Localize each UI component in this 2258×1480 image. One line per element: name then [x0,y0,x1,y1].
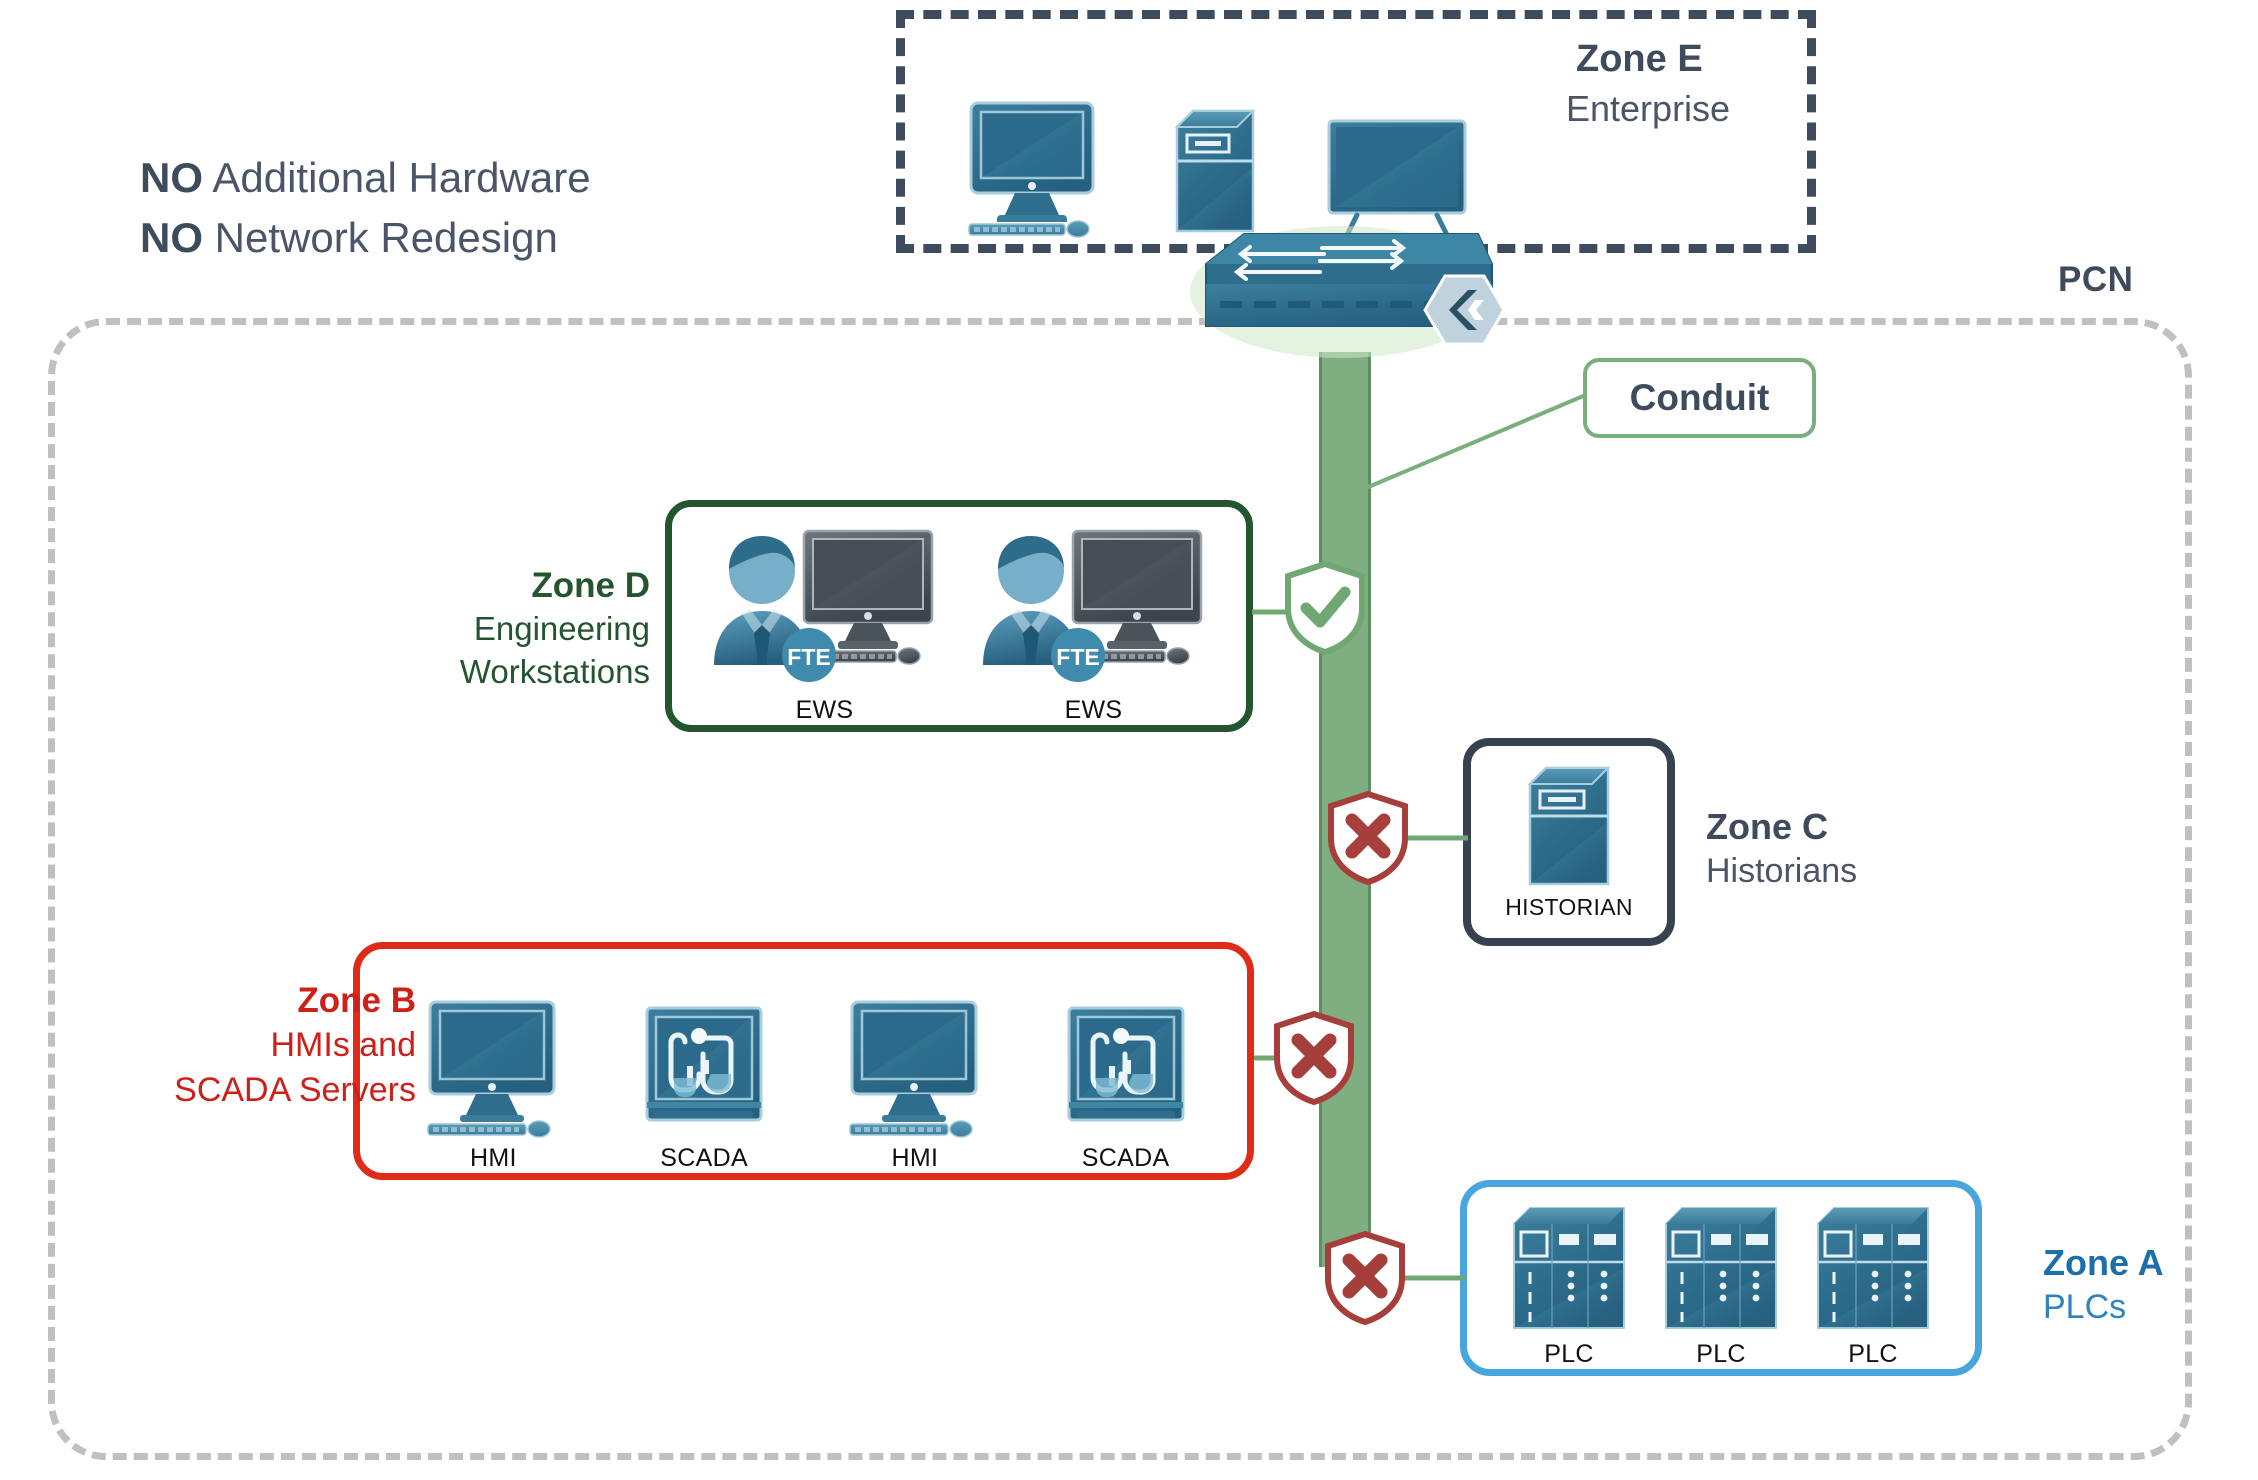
zone-b-device-1: HMI [418,998,568,1173]
zone-d-box: FTE EWS [665,500,1253,732]
zone-c-device-1-label: HISTORIAN [1505,894,1633,920]
conduit-connector [1365,392,1589,490]
shield-check-icon [1285,560,1365,656]
zone-d-device-1: FTE EWS [710,525,940,725]
zone-a-label: Zone A PLCs [2043,1240,2164,1330]
scada-process-icon [1063,1004,1189,1138]
zone-d-sub2: Workstations [459,653,650,690]
zone-a-device-3-label: PLC [1848,1340,1898,1368]
zone-a-box: PLC PLC [1460,1180,1982,1376]
zone-e-device-server [1169,105,1261,237]
zone-d-label: Zone D Engineering Workstations [415,564,650,693]
zone-d-device-2: FTE EWS [979,525,1209,725]
zone-c-device-1: HISTORIAN [1471,746,1667,921]
zone-d-device-2-label: EWS [1064,696,1123,724]
zone-b-title: Zone B [297,981,416,1020]
headline-bold-2: NO [140,214,203,261]
hmi-monitor-icon [418,998,568,1138]
zone-b-device-1-label: HMI [470,1144,517,1172]
zone-a-subtitle: PLCs [2043,1288,2127,1326]
zone-a-device-1-label: PLC [1544,1340,1594,1368]
zone-b-device-2: SCADA [641,1004,767,1173]
scada-process-icon [641,1004,767,1138]
zone-a-connector [1396,1275,1466,1281]
zone-b-label: Zone B HMIs and SCADA Servers [60,978,416,1113]
zone-e-device-desktop [957,99,1107,238]
zone-a-title: Zone A [2043,1242,2164,1283]
zone-a-device-2-label: PLC [1696,1340,1746,1368]
zone-a-device-3: PLC [1812,1200,1934,1369]
desktop-computer-icon [957,99,1107,238]
network-switch [1190,226,1522,358]
headline-text: NO Additional Hardware NO Network Redesi… [140,148,591,268]
zone-d-sub1: Engineering [473,610,650,647]
pcn-boundary [48,318,2192,1460]
server-tower-icon [1520,762,1618,888]
zone-b-device-3: HMI [840,998,990,1173]
fte-badge-label: FTE [1056,644,1099,670]
zone-b-box: HMI SCAD [353,942,1254,1180]
shield-x-icon [1328,790,1408,886]
zone-b-device-3-label: HMI [891,1144,939,1172]
zone-e-subtitle: Enterprise [1566,88,1731,129]
zone-e-device-tv [1323,115,1471,238]
shield-x-icon [1274,1010,1354,1106]
zone-c-title: Zone C [1706,806,1828,847]
server-tower-icon [1169,105,1261,237]
zone-c-subtitle: Historians [1706,852,1858,890]
zone-a-device-2: PLC [1660,1200,1782,1369]
zone-b-device-2-label: SCADA [660,1144,748,1172]
zone-d-title: Zone D [531,566,650,605]
pcn-label: PCN [2058,260,2134,299]
plc-rack-icon [1660,1200,1782,1334]
zone-b-device-4: SCADA [1063,1004,1189,1173]
engineer-workstation-icon: FTE [710,525,940,690]
zone-c-box: HISTORIAN [1463,738,1675,946]
engineer-workstation-icon: FTE [979,525,1209,690]
plc-rack-icon [1812,1200,1934,1334]
headline-bold-1: NO [140,154,203,201]
zone-b-sub2: SCADA Servers [174,1071,416,1109]
zone-b-device-4-label: SCADA [1081,1144,1170,1172]
zone-b-sub1: HMIs and [270,1026,417,1064]
vendor-badge-icon [1423,274,1506,346]
tv-display-icon [1323,115,1471,238]
hmi-monitor-icon [840,998,990,1138]
headline-rest-1: Additional Hardware [203,154,591,201]
zone-a-device-1: PLC [1508,1200,1630,1369]
shield-x-icon [1325,1230,1405,1326]
fte-badge-label: FTE [787,644,830,670]
conduit-callout: Conduit [1583,358,1816,438]
zone-c-connector [1400,835,1468,841]
conduit-label: Conduit [1629,377,1770,418]
zone-c-label: Zone C Historians [1706,805,1857,893]
zone-e-title: Zone E [1576,38,1703,80]
zone-d-device-1-label: EWS [795,696,854,724]
headline-rest-2: Network Redesign [203,214,558,261]
plc-rack-icon [1508,1200,1630,1334]
